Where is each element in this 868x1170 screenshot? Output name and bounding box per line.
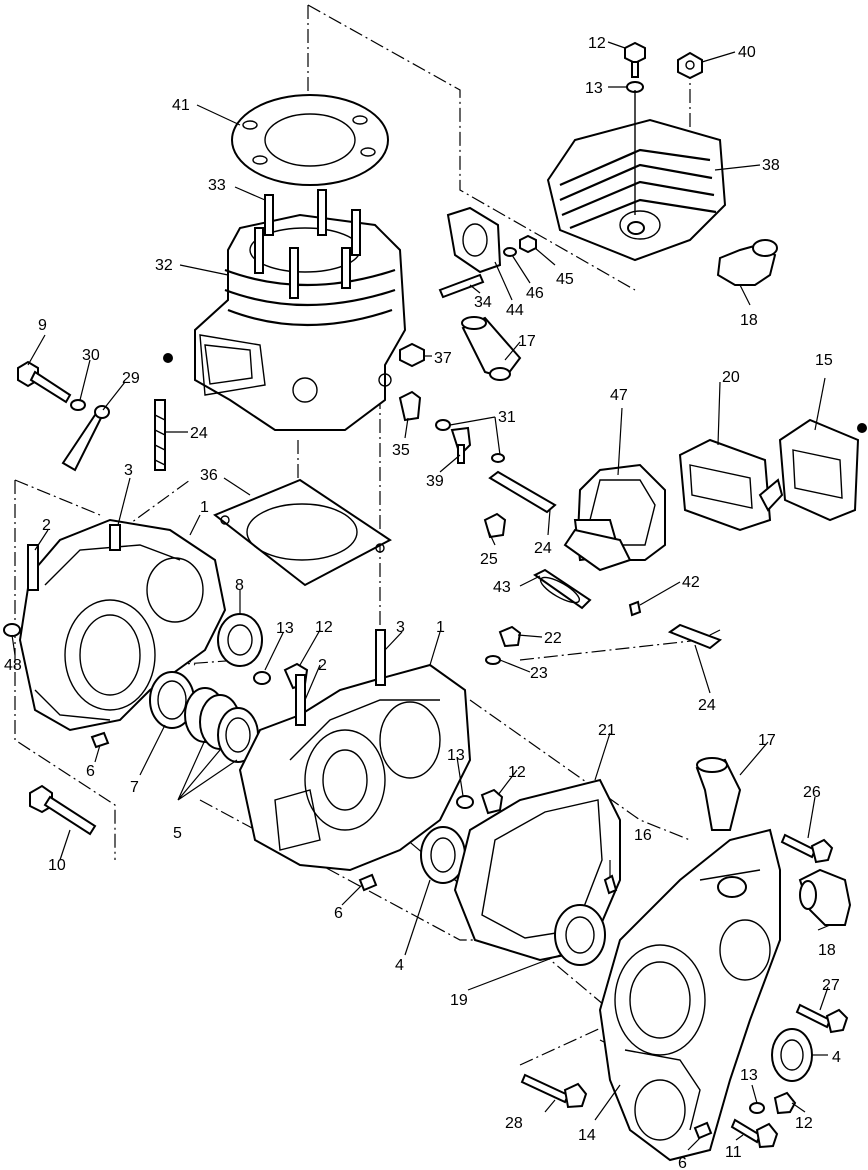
callout-45: 45 <box>556 271 574 288</box>
crankcase-right <box>598 828 781 1162</box>
callout-3: 3 <box>124 462 133 479</box>
callout-17b: 17 <box>758 732 776 749</box>
right-fasteners <box>520 833 849 1149</box>
callout-12: 12 <box>588 35 606 52</box>
callout-48: 48 <box>4 657 22 674</box>
callout-47: 47 <box>610 387 628 404</box>
base-gasket <box>213 478 392 587</box>
intake-reed-housing <box>563 463 666 572</box>
callout-33: 33 <box>208 177 226 194</box>
callout-35: 35 <box>392 442 410 459</box>
callout-13: 13 <box>585 80 603 97</box>
left-small-parts <box>17 353 173 472</box>
callout-44: 44 <box>506 302 524 319</box>
head-fasteners <box>624 41 703 215</box>
callout-12c: 12 <box>508 764 526 781</box>
callout-6: 6 <box>86 763 95 780</box>
exhaust-manifold-lower <box>695 757 742 831</box>
callout-24b: 24 <box>534 540 552 557</box>
callout-41: 41 <box>172 97 190 114</box>
callout-25: 25 <box>480 551 498 568</box>
callout-12d: 12 <box>795 1115 813 1132</box>
long-bolt-10 <box>29 784 97 836</box>
cylinder <box>194 189 407 431</box>
callout-1: 1 <box>200 499 209 516</box>
callout-13b: 13 <box>276 620 294 637</box>
callout-23: 23 <box>530 665 548 682</box>
exhaust-manifold-top <box>461 316 522 381</box>
callout-29: 29 <box>122 370 140 387</box>
head-gasket <box>231 94 389 186</box>
callout-5: 5 <box>173 825 182 842</box>
callout-6b: 6 <box>334 905 343 922</box>
crankcase-left <box>3 518 227 749</box>
callout-10: 10 <box>48 857 66 874</box>
callout-16: 16 <box>634 827 652 844</box>
callout-22: 22 <box>544 630 562 647</box>
exhaust-flange-gasket <box>438 206 537 299</box>
callout-8: 8 <box>235 577 244 594</box>
callout-20: 20 <box>722 369 740 386</box>
callout-31: 31 <box>498 409 516 426</box>
callout-2b: 2 <box>318 657 327 674</box>
callout-38: 38 <box>762 157 780 174</box>
callout-18: 18 <box>740 312 758 329</box>
hose-clamp <box>533 568 642 617</box>
callout-2: 2 <box>42 517 51 534</box>
callout-26: 26 <box>803 784 821 801</box>
callout-36: 36 <box>200 467 218 484</box>
cylinder-head <box>546 118 727 262</box>
callout-4b: 4 <box>832 1049 841 1066</box>
callout-1b: 1 <box>436 619 445 636</box>
callout-46: 46 <box>526 285 544 302</box>
callout-6c: 6 <box>678 1155 687 1170</box>
callout-13d: 13 <box>740 1067 758 1084</box>
callout-34: 34 <box>474 294 492 311</box>
intake-gasket <box>778 418 867 522</box>
callout-11: 11 <box>725 1144 742 1161</box>
elbow-fitting-lower <box>798 868 852 926</box>
callout-21: 21 <box>598 722 616 739</box>
callout-40: 40 <box>738 44 756 61</box>
strap-24 <box>488 470 722 650</box>
callout-labels: 12 40 13 38 41 33 32 45 46 44 34 18 17 9… <box>4 35 841 1170</box>
callout-18b: 18 <box>818 942 836 959</box>
oil-fittings <box>398 390 507 539</box>
crankcase-center <box>238 629 472 892</box>
callout-27: 27 <box>822 977 840 994</box>
callout-39: 39 <box>426 473 444 490</box>
elbow-fitting-top <box>716 239 778 286</box>
callout-12b: 12 <box>315 619 333 636</box>
crankshaft-seals <box>149 671 259 763</box>
callout-3b: 3 <box>396 619 405 636</box>
callout-17: 17 <box>518 333 536 350</box>
callout-15: 15 <box>815 352 833 369</box>
callout-43: 43 <box>493 579 511 596</box>
nut-37 <box>399 342 425 368</box>
callout-4: 4 <box>395 957 404 974</box>
callout-30: 30 <box>82 347 100 364</box>
oil-seal-right <box>771 1028 813 1082</box>
callout-28: 28 <box>505 1115 523 1132</box>
dowel-pin-16 <box>603 874 618 895</box>
crank-bearing-left <box>217 613 309 690</box>
callout-14: 14 <box>578 1127 596 1144</box>
callout-19: 19 <box>450 992 468 1009</box>
reed-block <box>678 438 784 532</box>
leader-lines <box>11 41 831 1151</box>
callout-24c: 24 <box>698 697 716 714</box>
center-fasteners <box>456 625 522 815</box>
callout-7: 7 <box>130 779 139 796</box>
callout-37: 37 <box>434 350 452 367</box>
callout-32: 32 <box>155 257 173 274</box>
callout-13c: 13 <box>447 747 465 764</box>
callout-42: 42 <box>682 574 700 591</box>
bearing-19 <box>554 904 606 966</box>
callout-24: 24 <box>190 425 208 442</box>
callout-9: 9 <box>38 317 47 334</box>
